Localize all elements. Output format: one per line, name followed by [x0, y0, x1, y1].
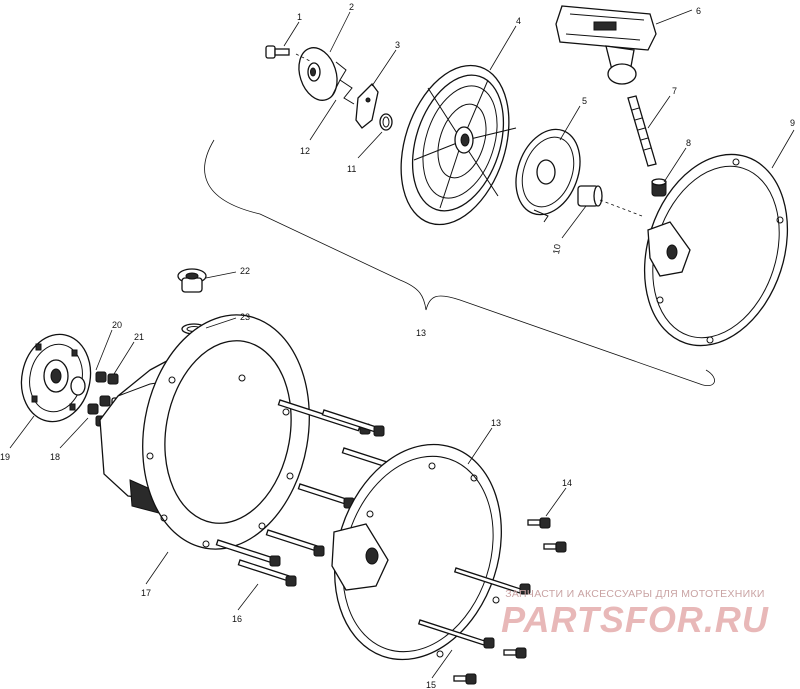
- callout-20: 20: [112, 320, 122, 330]
- callout-16: 16: [232, 614, 242, 624]
- callout-18: 18: [50, 452, 60, 462]
- callout-5: 5: [582, 96, 587, 106]
- group-13-bracket: [204, 139, 715, 386]
- assembly-axis-lines: [295, 53, 643, 217]
- part-10-bushing: [577, 185, 603, 207]
- part-12-spring-clip: [331, 61, 355, 105]
- callout-8: 8: [686, 138, 691, 148]
- callout-3: 3: [395, 40, 400, 50]
- part-1-bolt: [265, 45, 290, 59]
- callout-22: 22: [240, 266, 250, 276]
- part-8-grommet: [651, 178, 667, 197]
- callout-23: 23: [240, 312, 250, 322]
- part-2-friction-plate: [298, 47, 338, 101]
- part-6-starter-handle: [555, 5, 657, 85]
- callout-12: 12: [300, 146, 310, 156]
- callout-9: 9: [790, 118, 795, 128]
- part-13-cover-lower: [331, 443, 502, 661]
- callout-14: 14: [562, 478, 572, 488]
- callout-4: 4: [516, 16, 521, 26]
- callout-13-lower: 13: [491, 418, 501, 428]
- callout-15: 15: [426, 680, 436, 689]
- leader-lines: [9, 9, 795, 679]
- part-15-long-bolts: [417, 567, 531, 649]
- part-9-starter-housing: [643, 153, 789, 347]
- part-5-recoil-spring: [515, 128, 581, 223]
- part-3-pawl: [355, 83, 379, 129]
- part-4-rope-pulley: [400, 64, 517, 226]
- callout-19: 19: [0, 452, 10, 462]
- part-17-adapter-housing: [99, 314, 310, 550]
- callout-11: 11: [347, 164, 356, 174]
- housing-bolts: [215, 399, 397, 587]
- callout-7: 7: [672, 86, 677, 96]
- callout-1: 1: [297, 12, 302, 22]
- callout-2: 2: [349, 2, 354, 12]
- part-11-ring: [379, 113, 393, 131]
- callout-6: 6: [696, 6, 701, 16]
- callout-10: 10: [551, 243, 563, 255]
- part-7-rope: [627, 95, 657, 167]
- callout-17: 17: [141, 588, 151, 598]
- callout-21: 21: [134, 332, 144, 342]
- part-22-plug: [177, 268, 207, 293]
- callout-13-upper: 13: [416, 328, 426, 338]
- part-19-drive-cup: [20, 333, 92, 423]
- part-14-bolts: [453, 517, 567, 685]
